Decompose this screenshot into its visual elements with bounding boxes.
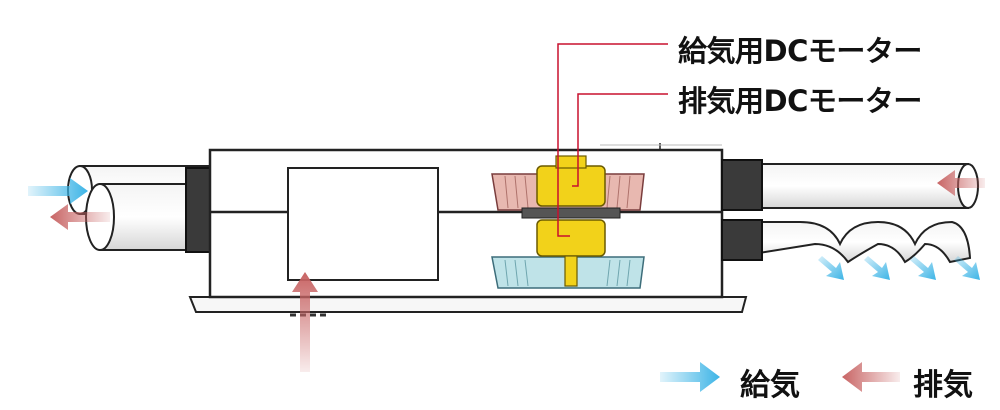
supply-motor-label: 給気用DCモーター — [678, 34, 922, 68]
exhaust-arrow-icon — [937, 170, 985, 196]
right-duct-upper — [739, 163, 969, 209]
filter-box — [287, 167, 439, 281]
exhaust-motor — [536, 165, 606, 207]
exhaust-arrow-icon — [842, 362, 900, 392]
airflow-arrows — [28, 170, 985, 372]
exhaust-motor-leader — [572, 93, 668, 187]
exhaust-arrow-icon — [50, 204, 110, 230]
left-duct-group — [67, 165, 215, 253]
legend-exhaust-label: 排気 — [913, 368, 973, 403]
right-duct-lower — [739, 220, 972, 264]
motor-divider — [521, 207, 621, 219]
supply-motor — [536, 219, 606, 257]
ceiling-panel — [188, 296, 748, 317]
right-collar-upper — [721, 159, 763, 211]
supply-outlet-arrows — [818, 256, 980, 280]
leader-lines — [557, 43, 668, 237]
supply-arrow-icon — [28, 178, 88, 204]
right-duct-group — [721, 159, 979, 264]
legend-supply-label: 給気 — [740, 368, 800, 403]
supply-arrow-icon — [660, 362, 720, 392]
exhaust-motor-label: 排気用DCモーター — [678, 84, 922, 118]
dc-motors — [521, 155, 621, 287]
exhaust-arrow-icon — [292, 272, 318, 372]
unit-housing — [208, 143, 724, 299]
supply-motor-leader — [557, 43, 668, 237]
right-collar-lower — [721, 219, 763, 261]
